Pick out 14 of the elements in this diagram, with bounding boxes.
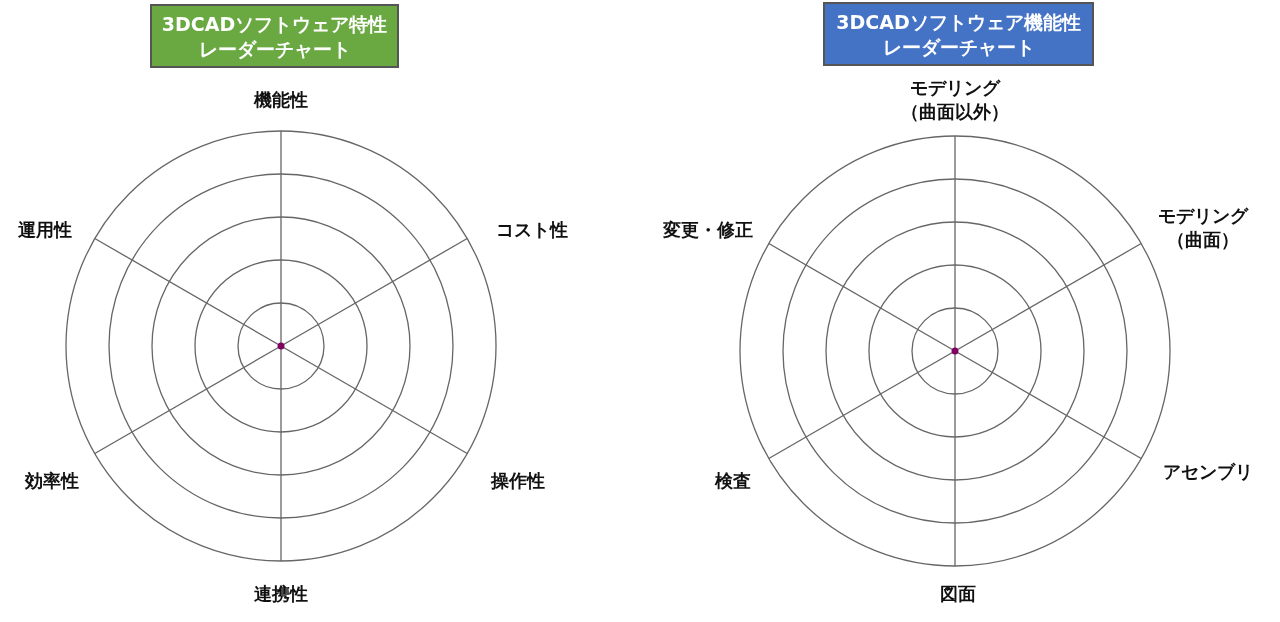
axis-label: 変更・修正 [663, 218, 753, 242]
title-box: 3DCADソフトウェア機能性レーダーチャート [823, 2, 1094, 66]
axis-label: コスト性 [496, 218, 568, 242]
title-box: 3DCADソフトウェア特性レーダーチャート [150, 4, 399, 68]
axis-label: 検査 [715, 469, 751, 493]
axis-label: 運用性 [18, 218, 72, 242]
axis-label: アセンブリ [1163, 460, 1253, 484]
axis-label: 連携性 [254, 582, 308, 606]
axis-label: 機能性 [254, 88, 308, 112]
axis-label: モデリング（曲面） [1157, 204, 1250, 252]
axis-label: 図面 [940, 582, 976, 606]
axis-label: 効率性 [25, 469, 79, 493]
axis-label: モデリング（曲面以外） [900, 76, 1010, 124]
axis-label: 操作性 [491, 469, 545, 493]
